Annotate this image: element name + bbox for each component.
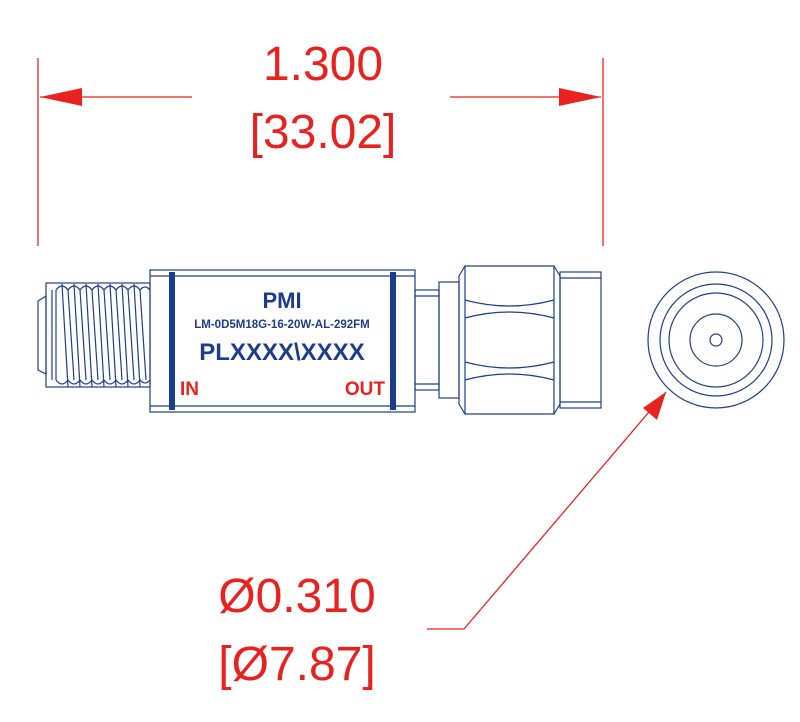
connector-end-view (647, 271, 785, 409)
connector-side-view (37, 265, 602, 415)
diameter-leader (427, 391, 667, 630)
hex-nut (438, 265, 561, 415)
label-bar-left (169, 272, 175, 410)
length-metric-text: [33.02] (250, 106, 397, 159)
threaded-connector (37, 282, 151, 388)
port-out-text: OUT (345, 379, 386, 400)
rear-coupling (559, 271, 602, 409)
length-imperial-text: 1.300 (263, 38, 383, 91)
port-in-text: IN (180, 379, 199, 400)
arrowhead-left (40, 88, 82, 106)
serial-text: PLXXXX\XXXX (199, 339, 364, 366)
model-text: LM-0D5M18G-16-20W-AL-292FM (194, 319, 370, 331)
connector-neck (414, 289, 440, 391)
leader-arrowhead (643, 392, 666, 420)
brand-text: PMI (262, 288, 301, 313)
arrowhead-right (559, 88, 601, 106)
length-dimension (37, 58, 604, 246)
diameter-imperial-text: Ø0.310 (218, 570, 375, 623)
diameter-metric-text: [Ø7.87] (218, 638, 375, 691)
label-bar-right (390, 272, 396, 410)
